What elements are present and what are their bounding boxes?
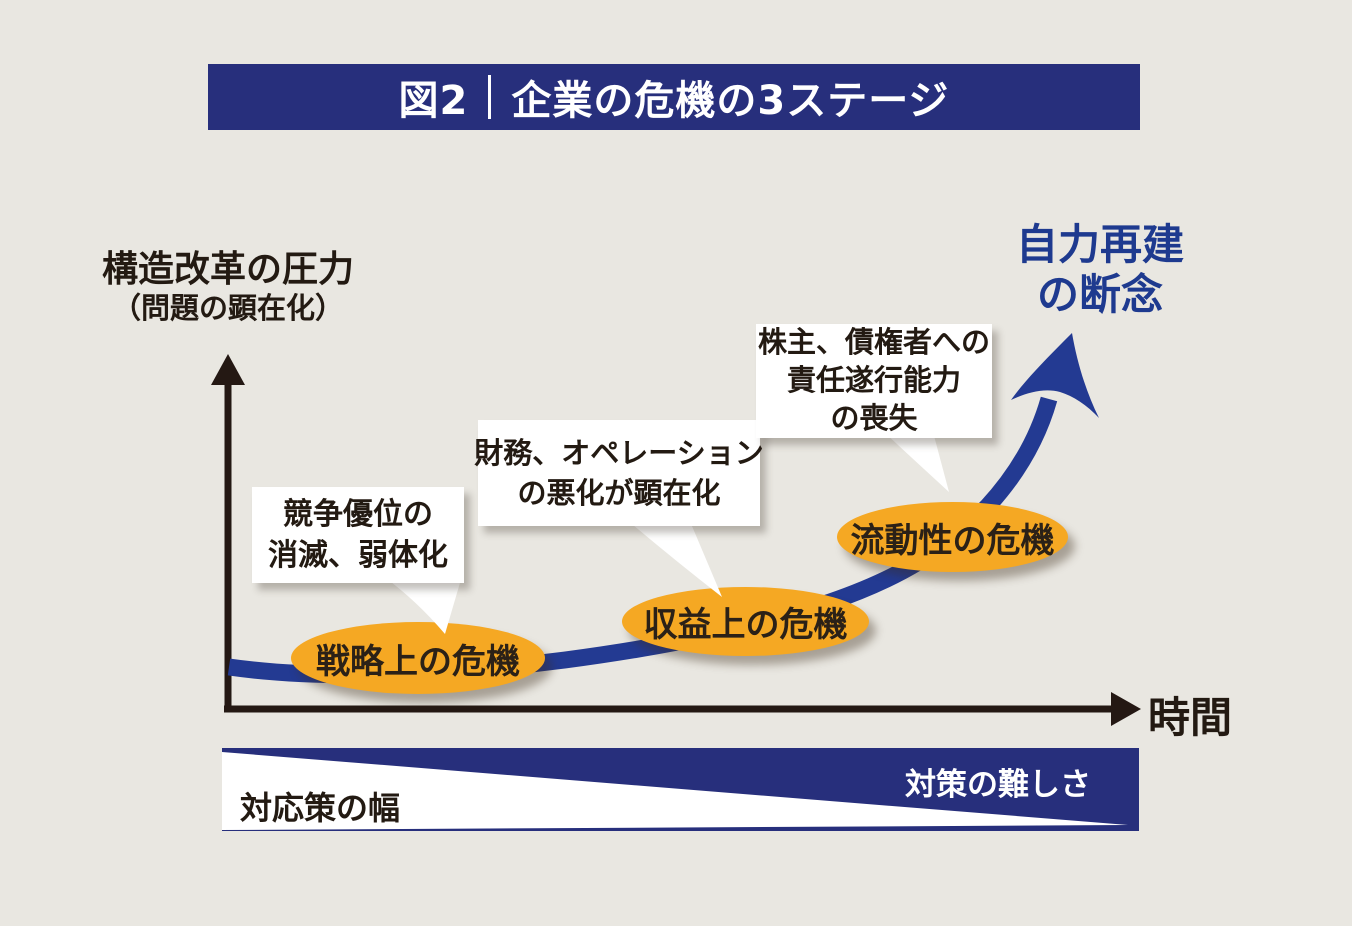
callout-bubble-strategic: 競争優位の 消滅、弱体化	[252, 487, 464, 583]
callout-text-line: 競争優位の	[283, 496, 433, 532]
figure-title-bar: 図2 企業の危機の3ステージ	[208, 64, 1140, 130]
band-label-difficulty: 対策の難しさ	[905, 767, 1091, 803]
footer-band-white-wedge	[222, 752, 1128, 830]
figure-title: 企業の危機の3ステージ	[511, 78, 950, 124]
stage-label: 戦略上の危機	[316, 641, 520, 682]
callout-bubble-liquidity: 株主、債権者への 責任遂行能力 の喪失	[756, 324, 992, 438]
stage-ellipse-liquidity: 流動性の危機	[837, 502, 1068, 572]
band-label-response-range: 対応策の幅	[240, 789, 401, 827]
outcome-label-line1: 自力再建	[1015, 220, 1184, 269]
callout-text-line: の悪化が顕在化	[517, 476, 721, 510]
callout-text-line: 責任遂行能力	[786, 363, 961, 398]
x-axis-label: 時間	[1148, 693, 1233, 742]
stage-ellipse-profit: 収益上の危機	[622, 587, 869, 656]
callout-bubble-profit: 財務、オペレーション の悪化が顕在化	[474, 420, 764, 526]
y-axis-arrowhead-icon	[211, 354, 245, 385]
title-divider	[488, 75, 492, 119]
callout-text-line: 財務、オペレーション	[474, 435, 764, 470]
figure-number: 図2	[398, 78, 469, 124]
callout-tail-2	[626, 519, 722, 597]
stage-label: 流動性の危機	[850, 520, 1055, 561]
y-axis-label-line2: （問題の顕在化）	[111, 291, 344, 326]
callout-tail-1	[383, 576, 462, 634]
x-axis-arrowhead-icon	[1111, 692, 1141, 726]
curve-arrowhead-icon	[1011, 333, 1099, 418]
callout-text-line: 消滅、弱体化	[268, 538, 448, 573]
stage-ellipse-strategic: 戦略上の危機	[291, 622, 545, 694]
stage-label: 収益上の危機	[643, 605, 848, 645]
outcome-label-line2: の断念	[1036, 269, 1163, 319]
callout-text-line: の喪失	[830, 400, 918, 435]
callout-tail-3	[884, 432, 949, 492]
y-axis-label: 構造改革の圧力 （問題の顕在化）	[60, 248, 396, 326]
outcome-label: 自力再建 の断念	[952, 220, 1248, 319]
callout-text-line: 株主、債権者への	[757, 325, 990, 360]
y-axis-label-line1: 構造改革の圧力	[101, 249, 354, 290]
